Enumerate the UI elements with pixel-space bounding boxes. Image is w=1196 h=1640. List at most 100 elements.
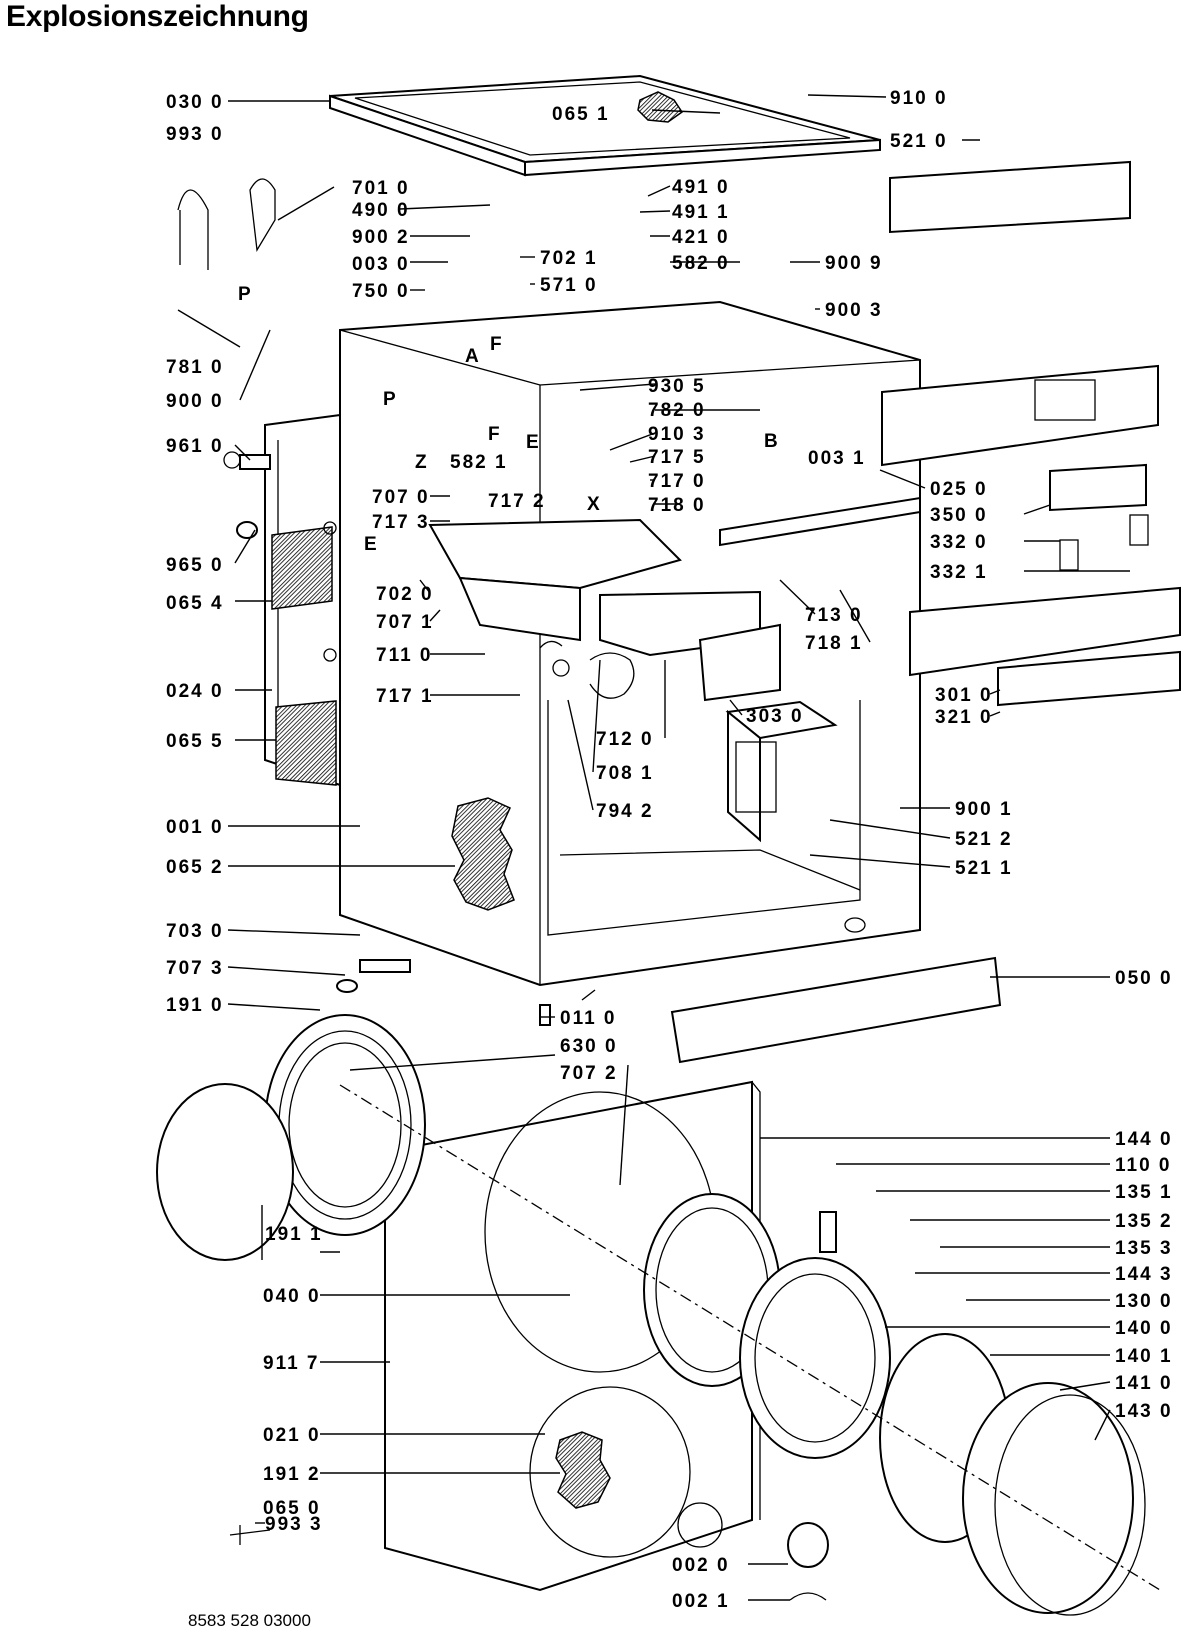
callout: 521 1 <box>955 858 1013 879</box>
callout: 321 0 <box>935 707 993 728</box>
callout: 712 0 <box>596 729 654 750</box>
small-parts <box>177 178 837 1601</box>
callout: 191 1 <box>265 1224 323 1245</box>
callout: 301 0 <box>935 685 993 706</box>
callout: 703 0 <box>166 921 224 942</box>
callout: 065 2 <box>166 857 224 878</box>
callout: 582 1 <box>450 452 508 473</box>
door-seal-and-rings <box>156 1014 1161 1616</box>
callout: 191 2 <box>263 1464 321 1485</box>
callout: 003 1 <box>808 448 866 469</box>
detergent-dispenser <box>428 518 781 702</box>
callout: 144 3 <box>1115 1264 1173 1285</box>
callout: 707 1 <box>376 612 434 633</box>
callout: 717 3 <box>372 512 430 533</box>
top-cover <box>329 74 881 177</box>
callout: 708 1 <box>596 763 654 784</box>
callout: 332 0 <box>930 532 988 553</box>
marker-letter: P <box>238 284 253 305</box>
callout: 141 0 <box>1115 1373 1173 1394</box>
callout: 065 0 <box>263 1498 321 1519</box>
callout: 025 0 <box>930 479 988 500</box>
callout: 135 3 <box>1115 1238 1173 1259</box>
kick-plate <box>670 956 1002 1064</box>
control-panel-parts <box>719 160 1181 707</box>
marker-letter: P <box>383 389 398 410</box>
callout: 701 0 <box>352 178 410 199</box>
callout: 002 0 <box>672 1555 730 1576</box>
callout: 024 0 <box>166 681 224 702</box>
page-title: Explosionszeichnung <box>6 0 309 33</box>
callout: 717 5 <box>648 447 706 468</box>
callout: 910 0 <box>890 88 948 109</box>
callout: 011 0 <box>560 1008 617 1029</box>
callout: 144 0 <box>1115 1129 1173 1150</box>
marker-letter: Z <box>415 452 429 473</box>
callout: 993 3 <box>265 1514 323 1535</box>
callout: 900 3 <box>825 300 883 321</box>
callout: 491 1 <box>672 202 730 223</box>
callout: 135 1 <box>1115 1182 1173 1203</box>
callout: 050 0 <box>1115 968 1173 989</box>
callout: 021 0 <box>263 1425 321 1446</box>
callout: 002 1 <box>672 1591 730 1612</box>
marker-letter: F <box>488 424 502 445</box>
callouts-center: 065 1 702 1 571 0 930 5 782 0 910 3 717 … <box>488 104 804 1612</box>
marker-letter: X <box>587 494 602 515</box>
callout: 630 0 <box>560 1036 618 1057</box>
callout: 965 0 <box>166 555 224 576</box>
callout: 900 9 <box>825 253 883 274</box>
callout: 702 1 <box>540 248 598 269</box>
callout: 718 0 <box>648 495 706 516</box>
callout: 521 2 <box>955 829 1013 850</box>
callout: 717 1 <box>376 686 434 707</box>
callout: 707 0 <box>372 487 430 508</box>
front-panel <box>384 1080 761 1592</box>
callout: 993 0 <box>166 124 224 145</box>
callout: 490 0 <box>352 200 410 221</box>
callout: 040 0 <box>263 1286 321 1307</box>
callout: 910 3 <box>648 424 706 445</box>
callout: 135 2 <box>1115 1211 1173 1232</box>
callout: 713 0 <box>805 605 863 626</box>
callout: 303 0 <box>746 706 804 727</box>
callout: 711 0 <box>376 645 433 666</box>
callout: 143 0 <box>1115 1401 1173 1422</box>
callout: 065 5 <box>166 731 224 752</box>
callout: 702 0 <box>376 584 434 605</box>
callout: 750 0 <box>352 281 410 302</box>
callout: 001 0 <box>166 817 224 838</box>
callout: 718 1 <box>805 633 863 654</box>
callout: 582 0 <box>672 253 730 274</box>
callout: 717 2 <box>488 491 546 512</box>
callout: 961 0 <box>166 436 224 457</box>
letter-markers: P A F F E Z B X E P <box>238 284 780 555</box>
callout: 421 0 <box>672 227 730 248</box>
callout: 003 0 <box>352 254 410 275</box>
callout: 521 0 <box>890 131 948 152</box>
marker-letter: A <box>465 346 481 367</box>
callout: 030 0 <box>166 92 224 113</box>
callout: 707 2 <box>560 1063 618 1084</box>
callout: 930 5 <box>648 376 706 397</box>
callout: 707 3 <box>166 958 224 979</box>
document-number: 8583 528 03000 <box>188 1611 311 1630</box>
callout: 491 0 <box>672 177 730 198</box>
marker-letter: B <box>764 431 780 452</box>
callout: 350 0 <box>930 505 988 526</box>
callout: 332 1 <box>930 562 988 583</box>
callout: 794 2 <box>596 801 654 822</box>
callout: 130 0 <box>1115 1291 1173 1312</box>
callout: 782 0 <box>648 400 706 421</box>
callout: 140 0 <box>1115 1318 1173 1339</box>
callout: 900 0 <box>166 391 224 412</box>
leader-lines <box>177 94 1130 1601</box>
back-panel <box>264 413 341 787</box>
callouts-left: 030 0 993 0 701 0 490 0 900 2 003 0 750 … <box>166 92 508 1535</box>
callout: 717 0 <box>648 471 706 492</box>
marker-letter: E <box>526 432 541 453</box>
heater-module <box>725 700 838 843</box>
callouts-right: 910 0 521 0 900 9 900 3 003 1 025 0 350 … <box>805 88 1173 1422</box>
callout: 900 1 <box>955 799 1013 820</box>
callout: 065 4 <box>166 593 224 614</box>
